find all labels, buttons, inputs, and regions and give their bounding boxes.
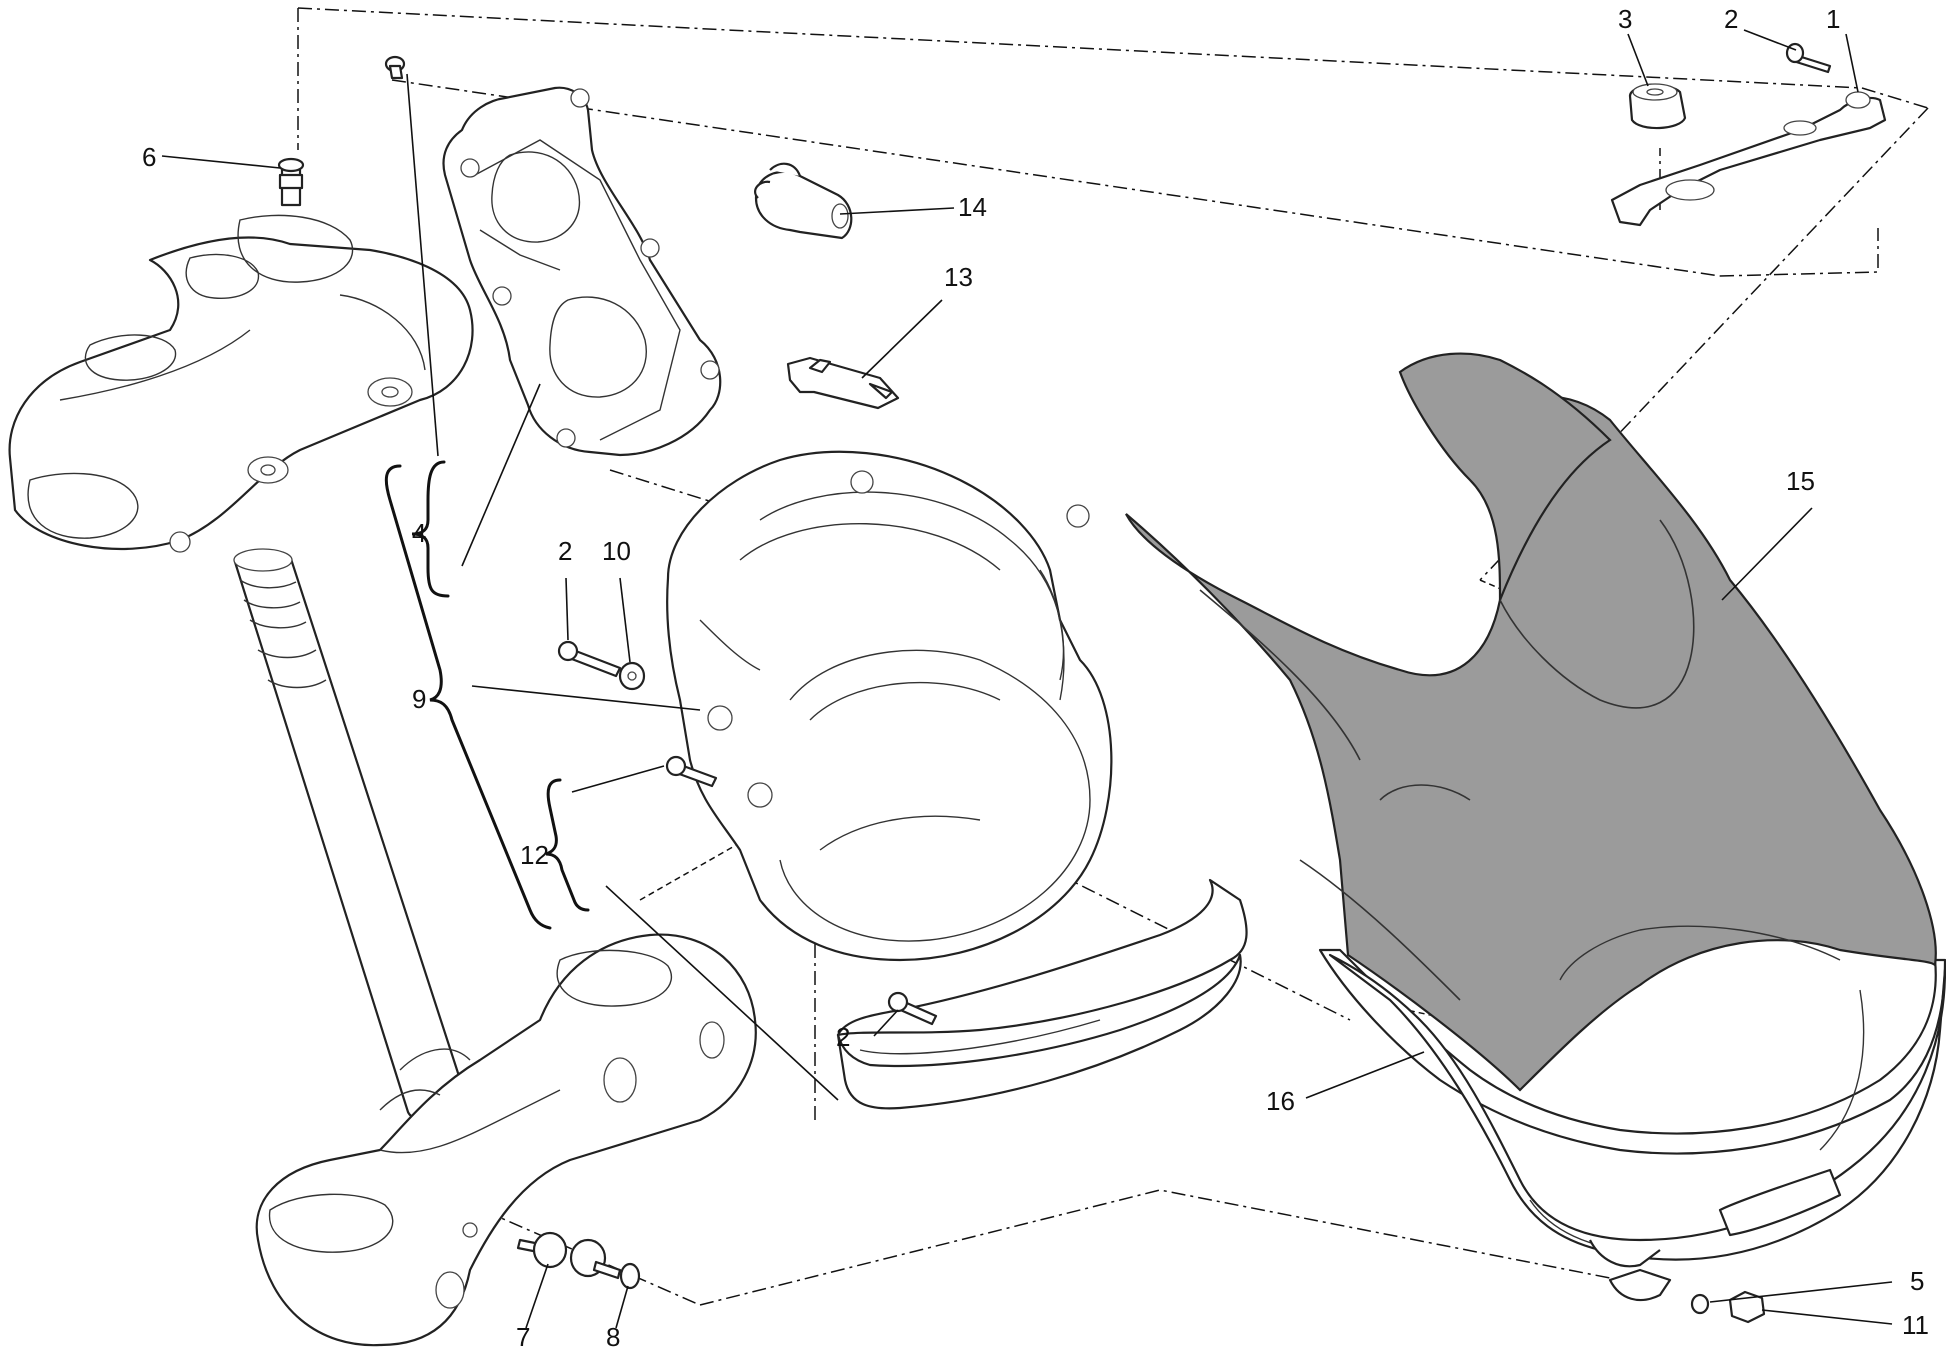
callout-3: 3: [1618, 4, 1632, 34]
callout-9: 9: [412, 684, 426, 714]
bolt-part-6: [277, 157, 305, 207]
parking-bulb-part-13: [786, 356, 900, 410]
callout-2-middle: 2: [558, 536, 572, 566]
callout-5: 5: [1910, 1266, 1924, 1296]
screw-part-2-lower: [887, 991, 938, 1026]
callout-10: 10: [602, 536, 631, 566]
washer-part-10: [618, 661, 646, 691]
callout-14: 14: [958, 192, 987, 222]
grouping-braces: [384, 460, 590, 930]
washer-part-5: [1690, 1293, 1710, 1315]
headlight-bulb-part-14: [754, 162, 853, 240]
callout-12: 12: [520, 840, 549, 870]
callout-2-top: 2: [1724, 4, 1738, 34]
callout-8: 8: [606, 1322, 620, 1352]
callout-15: 15: [1786, 466, 1815, 496]
leader-lines: [161, 29, 1893, 1329]
callout-labels: 1 2 3 6 14 13 15 4 2 10 9 12 2 16 5 11 7…: [142, 4, 1929, 1352]
chin-fairing: [836, 878, 1248, 1110]
callout-16: 16: [1266, 1086, 1295, 1116]
screw-top-back-plate: [384, 55, 406, 80]
callout-4: 4: [412, 518, 426, 548]
callout-2-lower: 2: [836, 1022, 850, 1052]
steering-stem: [233, 548, 472, 1124]
grommet-part-3: [1628, 83, 1687, 130]
screw-washer-part-8: [592, 1260, 641, 1290]
callout-1: 1: [1826, 4, 1840, 34]
screw-part-2-middle: [557, 640, 622, 678]
callout-6: 6: [142, 142, 156, 172]
spacer-part-7: [516, 1231, 607, 1278]
callout-13: 13: [944, 262, 973, 292]
screw-part-12: [665, 755, 718, 788]
callout-11: 11: [1902, 1310, 1929, 1340]
headlight-housing: [666, 450, 1113, 962]
headlight-back-plate: [442, 86, 722, 457]
upper-triple-clamp: [8, 214, 474, 553]
headlight-fairing: [1125, 352, 1946, 1302]
callout-7: 7: [516, 1322, 530, 1352]
lower-triple-clamp: [255, 933, 757, 1347]
